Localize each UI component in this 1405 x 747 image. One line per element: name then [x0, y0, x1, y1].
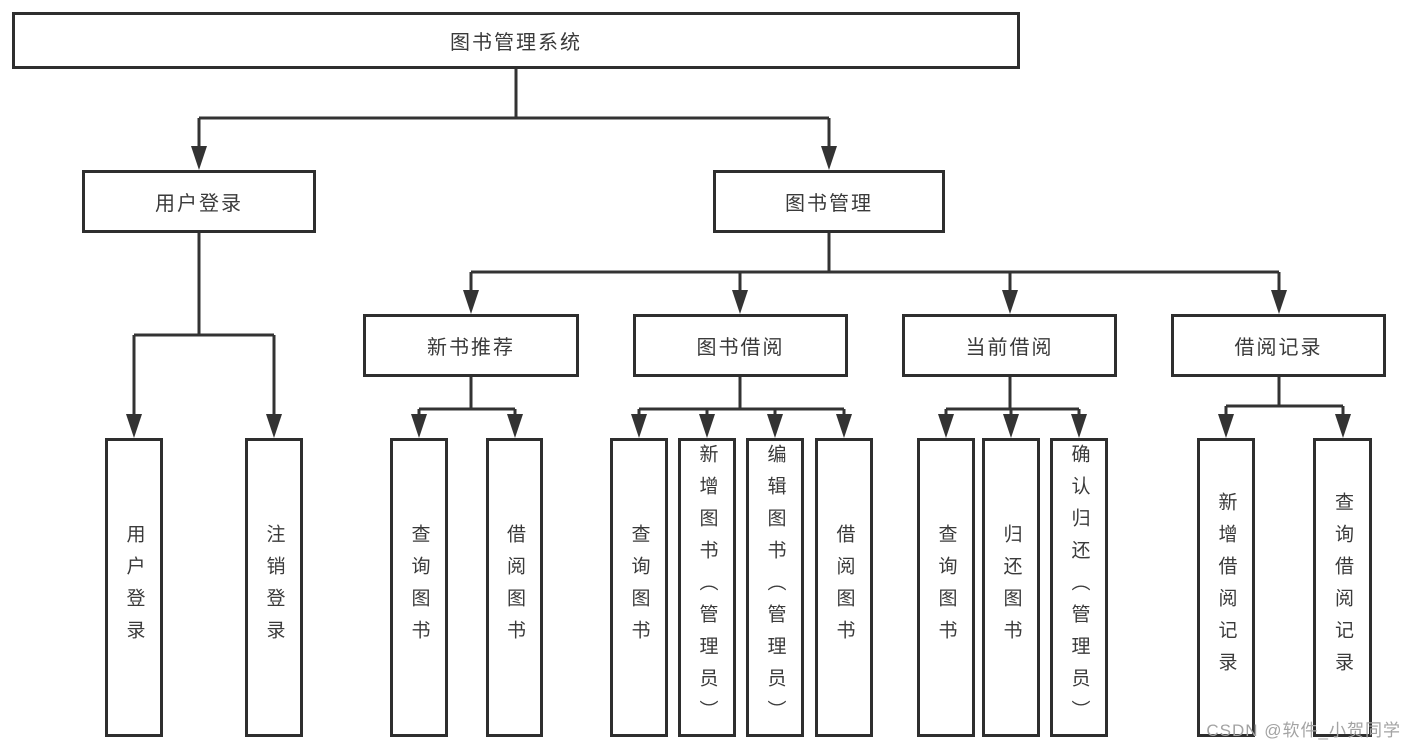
- node-new-book-recommend: 新书推荐: [363, 314, 579, 377]
- node-current-borrowing: 当前借阅: [902, 314, 1117, 377]
- node-borrow-records: 借阅记录: [1171, 314, 1386, 377]
- node-root: 图书管理系统: [12, 12, 1020, 69]
- leaf-logout: 注销登录: [245, 438, 303, 737]
- leaf-edit-book-admin: 编辑图书（管理员）: [746, 438, 804, 737]
- node-book-borrowing: 图书借阅: [633, 314, 848, 377]
- leaf-add-book-admin: 新增图书（管理员）: [678, 438, 736, 737]
- node-user-login-branch: 用户登录: [82, 170, 316, 233]
- leaf-query-books-recommend: 查询图书: [390, 438, 448, 737]
- leaf-borrow-books: 借阅图书: [815, 438, 873, 737]
- leaf-query-borrow-record: 查询借阅记录: [1313, 438, 1372, 737]
- leaf-query-books-current: 查询图书: [917, 438, 975, 737]
- csdn-watermark: CSDN @软件_小贺同学: [1206, 721, 1401, 740]
- leaf-add-borrow-record: 新增借阅记录: [1197, 438, 1255, 737]
- leaf-query-books-borrowing: 查询图书: [610, 438, 668, 737]
- leaf-return-book: 归还图书: [982, 438, 1040, 737]
- leaf-user-login: 用户登录: [105, 438, 163, 737]
- leaf-confirm-return-admin: 确认归还（管理员）: [1050, 438, 1108, 737]
- node-book-mgmt-branch: 图书管理: [713, 170, 945, 233]
- leaf-borrow-books-recommend: 借阅图书: [486, 438, 543, 737]
